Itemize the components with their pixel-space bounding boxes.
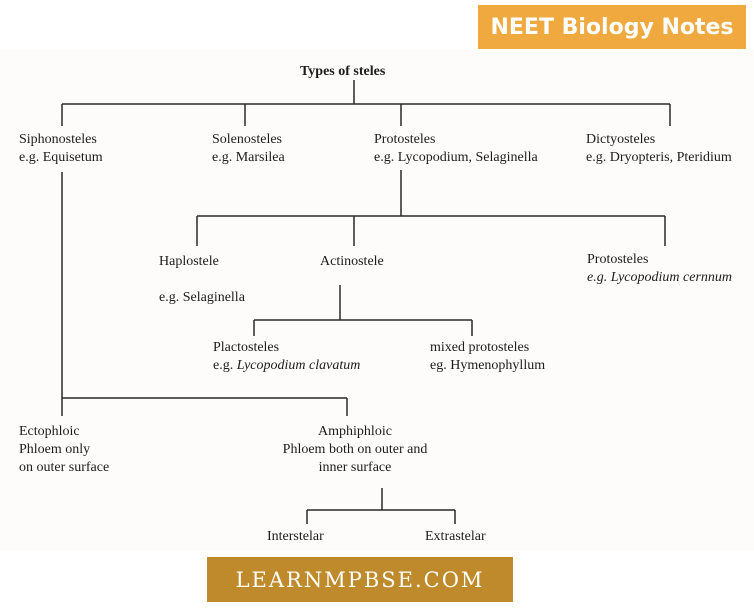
dictyosteles-example: e.g. Dryopteris, Pteridium [586, 150, 732, 165]
amphiphloic-line1: Phloem both on outer and [282, 442, 428, 457]
node-haplostele: Haplostele [159, 254, 219, 269]
site-badge: NEET Biology Notes [478, 5, 746, 49]
node-interstelar: Interstelar [267, 529, 324, 544]
node-actinostele: Actinostele [320, 254, 384, 269]
plactosteles-label: Plactosteles [213, 340, 280, 355]
footer-banner: LEARNMPBSE.COM [207, 557, 513, 602]
siphonosteles-label: Siphonosteles [19, 132, 97, 147]
amphiphloic-label: Amphiphloic [318, 424, 392, 439]
ectophloic-line2: on outer surface [19, 460, 110, 475]
node-ectophloic: Ectophloic Phloem only on outer surface [19, 423, 109, 477]
mixed-example: eg. Hymenophyllum [430, 358, 546, 373]
solenosteles-label: Solenosteles [212, 132, 282, 147]
protosteles2-example: e.g. Lycopodium cernnum [587, 270, 732, 285]
haplostele-example: e.g. Selaginella [159, 290, 245, 305]
mixed-label: mixed protosteles [430, 340, 530, 355]
node-extrastelar: Extrastelar [425, 529, 486, 544]
node-amphiphloic: Amphiphloic Phloem both on outer and inn… [267, 423, 443, 477]
root-node: Types of steles [300, 64, 386, 79]
plactosteles-prefix: e.g. [213, 358, 234, 373]
ectophloic-line1: Phloem only [19, 442, 91, 457]
plactosteles-example: Lycopodium clavatum [236, 358, 361, 373]
protosteles-example: e.g. Lycopodium, Selaginella [374, 150, 538, 165]
node-dictyosteles: Dictyosteles e.g. Dryopteris, Pteridium [586, 131, 732, 167]
amphiphloic-line2: inner surface [318, 460, 392, 475]
protosteles2-label: Protosteles [587, 252, 649, 267]
node-protosteles2: Protosteles e.g. Lycopodium cernnum [587, 251, 732, 287]
protosteles-label: Protosteles [374, 132, 436, 147]
diagram-paper [0, 50, 754, 550]
node-mixed-protosteles: mixed protosteles eg. Hymenophyllum [430, 339, 545, 375]
node-protosteles: Protosteles e.g. Lycopodium, Selaginella [374, 131, 538, 167]
solenosteles-example: e.g. Marsilea [212, 150, 285, 165]
siphonosteles-example: e.g. Equisetum [19, 150, 103, 165]
plactosteles-example-line: e.g. Lycopodium clavatum [213, 357, 360, 375]
ectophloic-label: Ectophloic [19, 424, 80, 439]
dictyosteles-label: Dictyosteles [586, 132, 656, 147]
node-plactosteles: Plactosteles e.g. Lycopodium clavatum [213, 339, 360, 375]
node-siphonosteles: Siphonosteles e.g. Equisetum [19, 131, 103, 167]
node-solenosteles: Solenosteles e.g. Marsilea [212, 131, 285, 167]
